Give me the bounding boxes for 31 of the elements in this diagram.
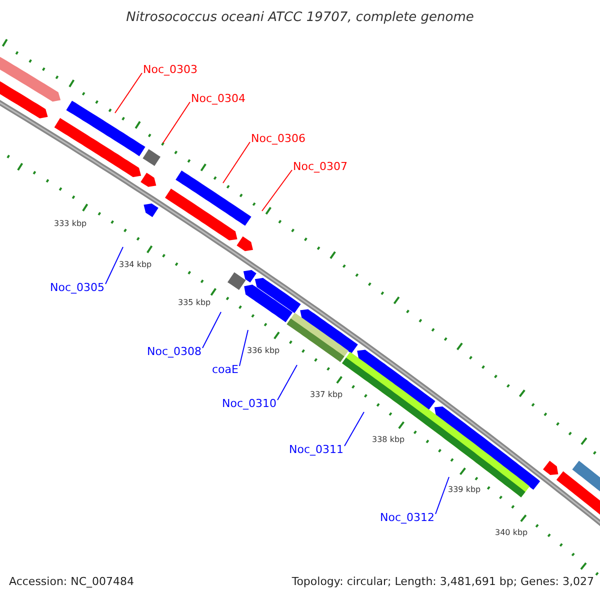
scale-label: 340 kbp <box>495 529 528 537</box>
scale-label: 333 kbp <box>54 220 87 228</box>
scale-label: 338 kbp <box>372 436 405 444</box>
chart-title: Nitrosococcus oceani ATCC 19707, complete genome <box>125 11 475 24</box>
gene-label: Noc_0303 <box>143 64 198 75</box>
gene-label: Noc_0308 <box>147 346 202 357</box>
leader-line <box>238 330 248 366</box>
gene-label: Noc_0304 <box>191 93 246 104</box>
scale-label: 337 kbp <box>310 391 343 399</box>
leader-line <box>105 246 124 284</box>
leader-line <box>262 170 292 212</box>
scale-label: 334 kbp <box>119 261 152 269</box>
gene-label: Noc_0310 <box>222 398 277 409</box>
leader-line <box>222 142 250 184</box>
gene-label: Noc_0311 <box>289 444 344 455</box>
scale-label: 339 kbp <box>448 486 481 494</box>
leader-line <box>435 476 450 514</box>
leader-line <box>114 72 142 114</box>
leader-line <box>162 102 190 144</box>
gene-label: Noc_0305 <box>50 282 105 293</box>
leader-line <box>202 312 222 348</box>
footer-text: Accession: NC_007484 <box>9 576 134 587</box>
gene-label: Noc_0307 <box>293 161 348 172</box>
gene-label: Noc_0312 <box>380 512 435 523</box>
scale-label: 335 kbp <box>178 299 211 307</box>
footer-text: Topology: circular; Length: 3,481,691 bp; Genes: 3,027 <box>292 576 594 587</box>
leader-line <box>277 364 298 400</box>
gene-label: coaE <box>212 364 238 375</box>
leader-line <box>344 412 364 446</box>
gene-label: Noc_0306 <box>251 133 306 144</box>
scale-label: 336 kbp <box>247 347 280 355</box>
